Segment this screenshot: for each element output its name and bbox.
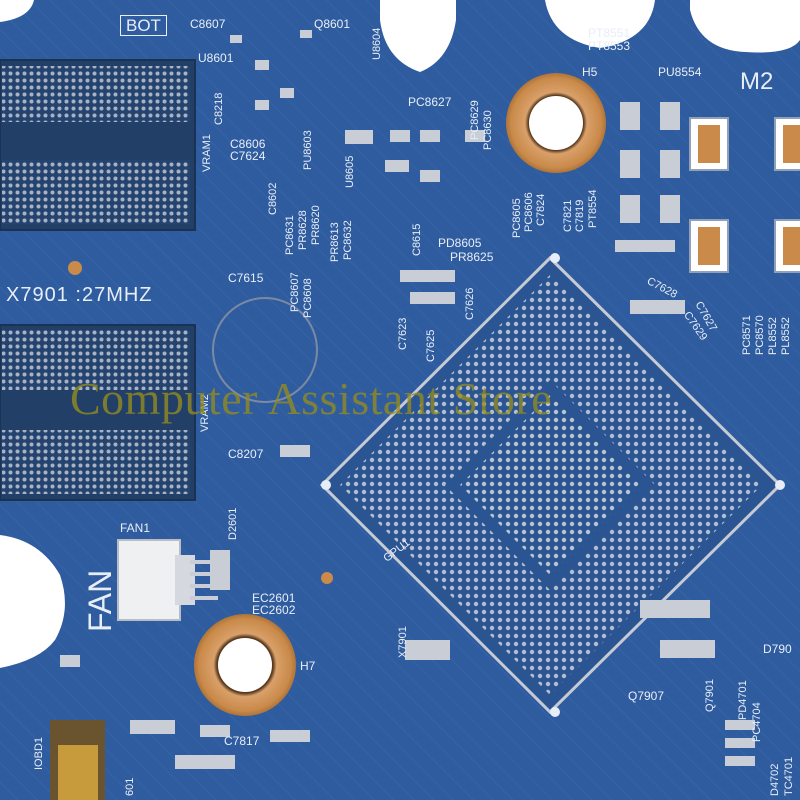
label-ec2602: EC2602 <box>252 603 296 617</box>
label-q8601: Q8601 <box>314 17 351 31</box>
smd-pads <box>60 30 755 769</box>
label-pr8620: PR8620 <box>310 205 322 245</box>
label-c7623: C7623 <box>397 317 409 350</box>
crystal-outline <box>212 297 318 403</box>
copper-via <box>68 261 82 275</box>
label-c8218: C8218 <box>213 92 225 125</box>
label-q7907: Q7907 <box>628 689 665 703</box>
label-h5: H5 <box>582 65 598 79</box>
label-m2: M2 <box>740 68 774 95</box>
label-pc8607: PC8607 <box>289 272 301 312</box>
label-ec2601: EC2601 <box>252 591 296 605</box>
label-c8607: C8607 <box>190 17 226 31</box>
label-pd4701: PD4701 <box>737 680 749 720</box>
label-pc8627: PC8627 <box>408 95 452 109</box>
label-pc8632: PC8632 <box>342 220 354 260</box>
mount-hole-h7 <box>194 614 296 716</box>
label-c7821: C7821 <box>562 199 574 232</box>
label-fan1: FAN1 <box>120 521 151 535</box>
label-pc8629: PC8629 <box>469 100 481 140</box>
label-iobd1: IOBD1 <box>33 736 45 770</box>
mount-hole-h5 <box>506 73 606 173</box>
label-c7625: C7625 <box>425 329 437 362</box>
label-pl8552: PL8552 <box>767 317 779 355</box>
label-pc8631: PC8631 <box>284 215 296 255</box>
label-h7: H7 <box>300 659 316 673</box>
label-pc8570: PC8570 <box>754 315 766 355</box>
label-x7901: X7901 :27MHZ <box>6 284 153 306</box>
vram1-chip <box>0 59 196 231</box>
label-vram1: VRAM1 <box>201 134 213 172</box>
label-pr8613: PR8613 <box>329 222 341 262</box>
label-c8606: C8606 <box>230 137 266 151</box>
label-pc8605: PC8605 <box>511 198 523 238</box>
label-c8207: C8207 <box>228 447 264 461</box>
vram2-chip <box>0 324 196 501</box>
label-c7626: C7626 <box>464 287 476 320</box>
label-pr8628: PR8628 <box>297 210 309 250</box>
label-pc8608: PC8608 <box>302 278 314 318</box>
board-cutouts <box>0 0 800 668</box>
label-c8602: C8602 <box>267 182 279 215</box>
label-pu8603: PU8603 <box>302 130 314 170</box>
label-c7824: C7824 <box>535 193 547 226</box>
label-c7817: C7817 <box>224 734 260 748</box>
label-d4702: D4702 <box>769 763 781 796</box>
label-u8604: U8604 <box>371 27 383 60</box>
label-c7615: C7615 <box>228 271 264 285</box>
label-x7901b: X7901 <box>397 626 409 658</box>
label-q7901: Q7901 <box>704 678 716 712</box>
label-d790: D790 <box>763 642 792 656</box>
label-pc8606: PC8606 <box>523 192 535 232</box>
label-c8615: C8615 <box>411 223 423 256</box>
label-pu8554: PU8554 <box>658 65 702 79</box>
label-pc8571: PC8571 <box>741 315 753 355</box>
label-pc4704: PC4704 <box>751 702 763 742</box>
label-pt8554: PT8554 <box>587 189 599 228</box>
label-c601: 601 <box>124 777 136 796</box>
label-tc4701: TC4701 <box>783 756 795 796</box>
label-bot: BOT <box>120 15 167 36</box>
copper-via <box>321 572 333 584</box>
gpu-bga <box>319 253 785 717</box>
io-connector <box>50 720 105 800</box>
label-pr8625: PR8625 <box>450 250 494 264</box>
label-pt8553: PT8553 <box>588 39 631 53</box>
label-u8601: U8601 <box>198 51 234 65</box>
label-d2601: D2601 <box>227 507 239 540</box>
label-c7624: C7624 <box>230 149 266 163</box>
label-pc8630: PC8630 <box>482 110 494 150</box>
label-pl8552b: PL8552 <box>780 317 792 355</box>
label-fan: FAN <box>82 569 118 632</box>
label-c7819: C7819 <box>574 199 586 232</box>
store-watermark: Computer Assistant Store <box>70 373 553 424</box>
label-pt8551: PT8551 <box>588 26 631 40</box>
label-pd8605: PD8605 <box>438 236 482 250</box>
fan-connector <box>117 539 218 621</box>
label-u8605: U8605 <box>344 155 356 188</box>
